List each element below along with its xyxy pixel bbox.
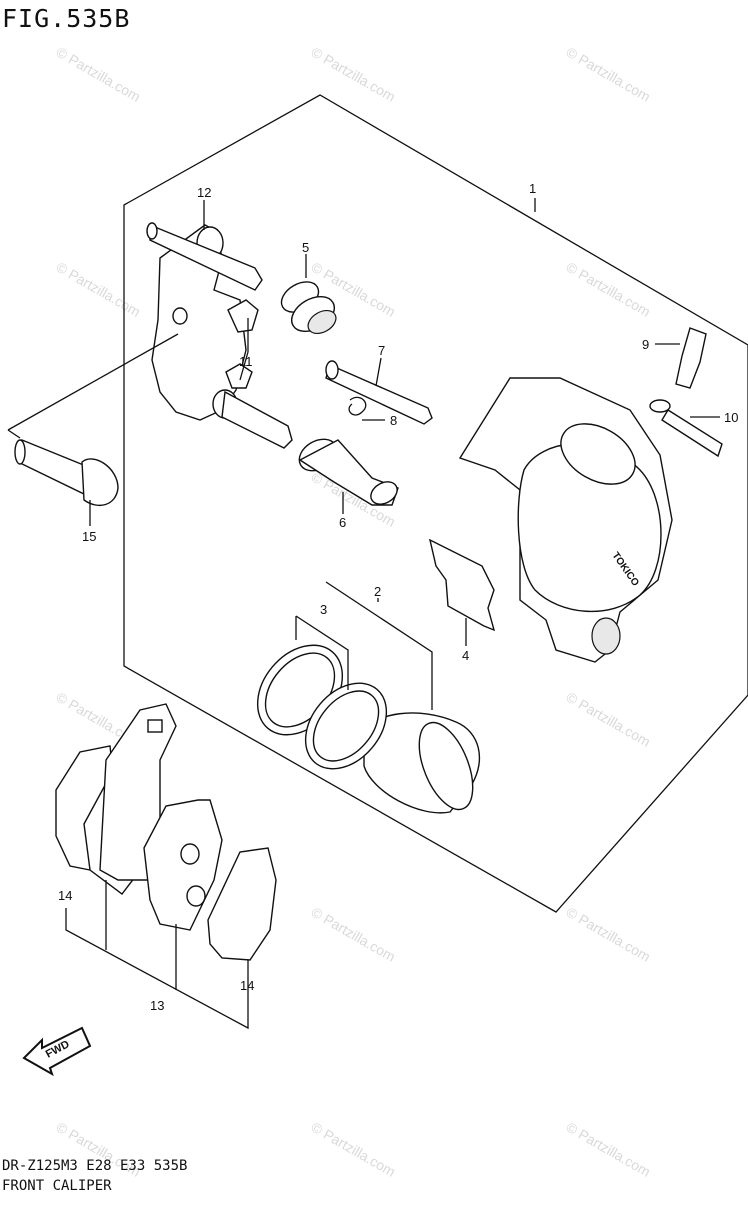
footer-model-line: DR-Z125M3 E28 E33 535B: [2, 1158, 188, 1174]
callout-8: 8: [390, 413, 397, 428]
watermark-text: © Partzilla.com: [54, 44, 144, 105]
watermark-text: © Partzilla.com: [564, 44, 654, 105]
callout-6: 6: [339, 515, 346, 530]
part-13-14-brake-pads: [55, 703, 277, 961]
part-5-boot: [280, 281, 337, 335]
callout-labels: 1 2 3 4 5 6 7 8 9 10 11 12 13 14 14 15: [58, 181, 738, 1013]
callout-13: 13: [150, 998, 164, 1013]
part-8-clip: [348, 396, 367, 416]
watermark-text: © Partzilla.com: [309, 1119, 399, 1180]
watermark-text: © Partzilla.com: [564, 259, 654, 320]
part-12-bracket: [146, 222, 293, 449]
callout-11: 11: [239, 354, 253, 369]
part-11-clip: [225, 299, 259, 389]
part-4-pad-spring: [428, 538, 496, 632]
callout-14-left: 14: [58, 888, 72, 903]
part-6-slide-pin: [298, 438, 399, 506]
figure-title: FIG.535B: [2, 4, 131, 33]
watermark-text: © Partzilla.com: [309, 904, 399, 965]
caliper-assembly-box: [123, 94, 748, 913]
callout-7: 7: [378, 343, 385, 358]
part-3-seals: [256, 644, 388, 770]
watermark-text: © Partzilla.com: [564, 689, 654, 750]
callout-9: 9: [642, 337, 649, 352]
callout-15: 15: [82, 529, 96, 544]
watermark-text: © Partzilla.com: [54, 259, 144, 320]
callout-4: 4: [462, 648, 469, 663]
part-15-bolt: [14, 439, 119, 507]
part-10-bleeder-cap: [649, 399, 723, 458]
caliper-body: TOKICO: [458, 377, 673, 663]
watermark-text: © Partzilla.com: [564, 904, 654, 965]
watermark-text: © Partzilla.com: [564, 1119, 654, 1180]
part-7-pin: [325, 360, 433, 425]
forward-arrow-icon: FWD: [22, 1026, 92, 1077]
callout-2: 2: [374, 584, 381, 599]
callout-5: 5: [302, 240, 309, 255]
callout-14-right: 14: [240, 978, 254, 993]
callout-10: 10: [724, 410, 738, 425]
part-9-bleeder-valve: [675, 327, 707, 389]
callout-3: 3: [320, 602, 327, 617]
callout-1: 1: [529, 181, 536, 196]
callout-12: 12: [197, 185, 211, 200]
footer-name-line: FRONT CALIPER: [2, 1178, 112, 1194]
part-2-piston: [363, 712, 481, 814]
leader-lines: [7, 198, 720, 1030]
